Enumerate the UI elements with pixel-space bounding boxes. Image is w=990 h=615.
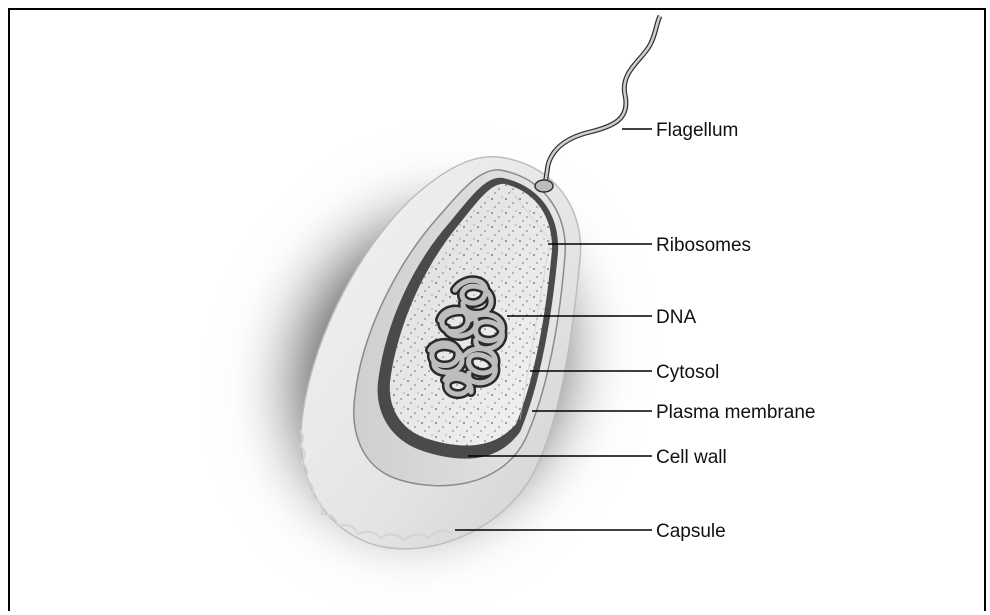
labels: Flagellum Ribosomes DNA Cytosol Plasma m… (656, 120, 815, 542)
cytosol-label: Cytosol (656, 362, 719, 383)
plasma-membrane-label: Plasma membrane (656, 402, 815, 423)
flagellum-label: Flagellum (656, 120, 738, 141)
dna-label: DNA (656, 307, 696, 328)
capsule-label: Capsule (656, 521, 726, 542)
flagellum (535, 16, 660, 192)
ribosomes-label: Ribosomes (656, 235, 751, 256)
cell-wall-label: Cell wall (656, 447, 727, 468)
flagellum-base (535, 180, 553, 192)
